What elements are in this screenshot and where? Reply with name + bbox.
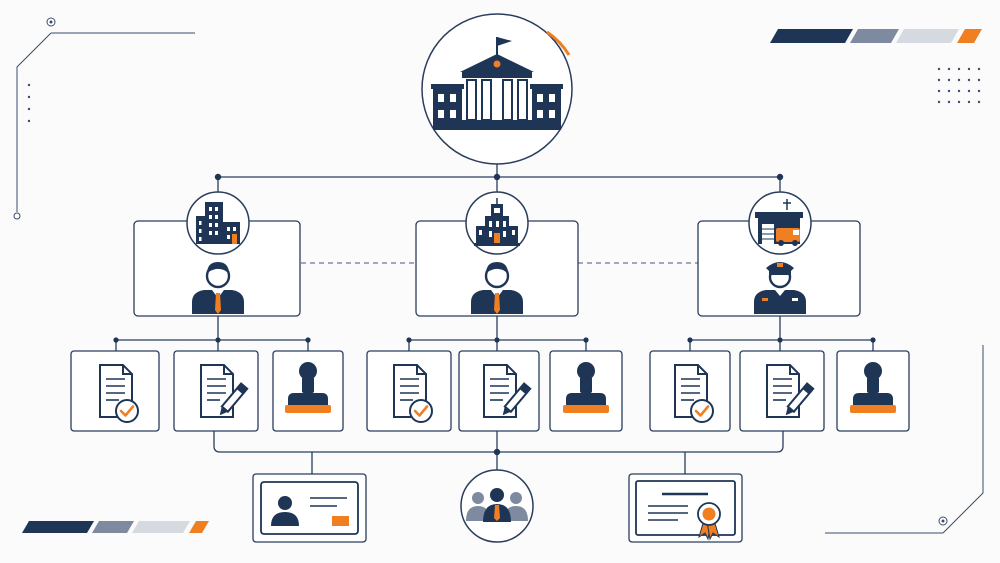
junction-dots bbox=[113, 173, 876, 456]
document-box[interactable] bbox=[272, 350, 344, 432]
citizens-group-node[interactable] bbox=[460, 469, 534, 543]
people-group-icon bbox=[466, 488, 528, 522]
dot-grid-top-right bbox=[937, 67, 981, 104]
document-box[interactable] bbox=[649, 350, 731, 432]
civic-hall-icon bbox=[474, 198, 520, 246]
stripe-bars-top-right bbox=[770, 29, 982, 43]
document-approved-icon bbox=[100, 365, 138, 422]
department-office-box[interactable] bbox=[133, 191, 301, 317]
dot-column-left bbox=[27, 83, 31, 123]
document-box[interactable] bbox=[366, 350, 452, 432]
document-box[interactable] bbox=[458, 350, 540, 432]
document-box[interactable] bbox=[739, 350, 825, 432]
stripe-bars-bottom-left bbox=[22, 521, 209, 533]
government-building-node[interactable] bbox=[421, 13, 573, 165]
document-box[interactable] bbox=[70, 350, 160, 432]
document-box[interactable] bbox=[549, 350, 623, 432]
department-civic-box[interactable] bbox=[415, 191, 579, 317]
document-approved-icon bbox=[675, 365, 713, 422]
document-box[interactable] bbox=[836, 350, 910, 432]
corner-decoration-bottom-right bbox=[825, 345, 984, 534]
corner-decoration-top-left bbox=[13, 17, 195, 220]
certificate-icon bbox=[635, 480, 736, 541]
government-building-icon bbox=[431, 37, 563, 130]
office-tower-icon bbox=[196, 202, 240, 244]
document-row bbox=[70, 350, 910, 432]
id-card-icon bbox=[260, 481, 359, 535]
id-card-node[interactable] bbox=[252, 473, 367, 543]
document-box[interactable] bbox=[173, 350, 259, 432]
certificate-node[interactable] bbox=[628, 473, 743, 543]
department-emergency-box[interactable] bbox=[697, 191, 861, 317]
document-approved-icon bbox=[394, 365, 432, 422]
fire-station-icon bbox=[755, 199, 803, 246]
